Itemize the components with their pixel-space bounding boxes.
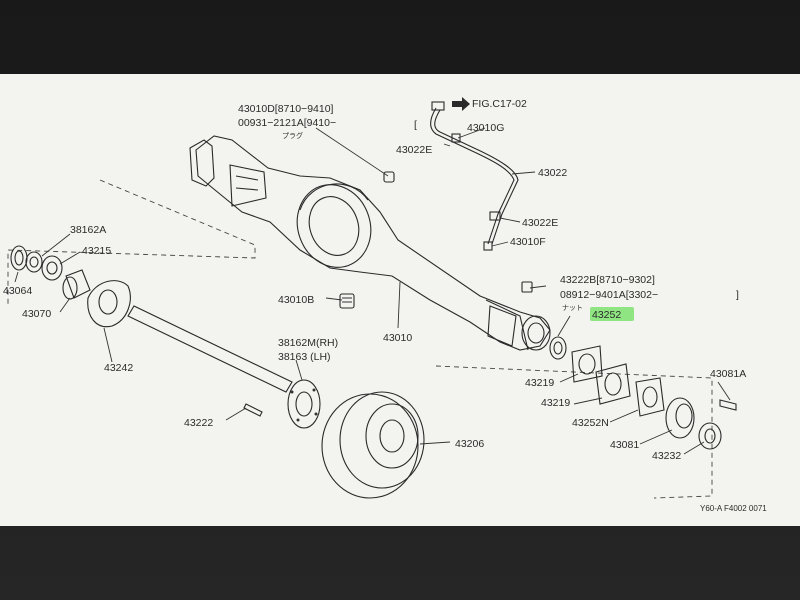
axle-shaft: [127, 305, 321, 429]
label-43010D: 43010D[8710−9410]: [238, 103, 334, 115]
breather-43010B: [339, 293, 355, 309]
brake-drum-43206: [321, 391, 425, 499]
gasket-43219-b: [595, 363, 631, 405]
label-43081: 43081: [610, 439, 639, 451]
label-bracket-open: [: [414, 119, 417, 131]
hub-bolt-43222: [243, 403, 263, 417]
bearing-43215: [41, 255, 63, 281]
dashed-boundary-right: [435, 365, 713, 499]
label-43010: 43010: [383, 332, 412, 344]
label-43215: 43215: [82, 245, 111, 257]
label-43022E-top: 43022E: [396, 144, 432, 156]
label-43070: 43070: [22, 308, 51, 320]
label-43252N: 43252N: [572, 417, 609, 429]
parts-diagram-sheet: [0, 74, 800, 526]
label-43252: 43252: [592, 309, 621, 321]
label-43222: 43222: [184, 417, 213, 429]
gasket-43219-a: [571, 345, 603, 383]
label-38162M: 38162M(RH): [278, 337, 338, 349]
label-43232: 43232: [652, 450, 681, 462]
label-43022E-mid: 43022E: [522, 217, 558, 229]
seal-43252: [549, 336, 567, 360]
label-nut: ナット: [562, 304, 583, 312]
label-43022: 43022: [538, 167, 567, 179]
bolt-43081A: [719, 399, 737, 411]
label-43242: 43242: [104, 362, 133, 374]
gasket-43242: [87, 280, 131, 328]
bearing-38162A: [25, 251, 43, 273]
label-43222B: 43222B[8710−9302]: [560, 274, 655, 286]
bearing-43070: [62, 269, 91, 300]
bearing-43232: [698, 422, 722, 450]
retainer-43252N: [635, 377, 665, 417]
label-plug: プラグ: [282, 131, 303, 140]
axle-housing-43010: [189, 135, 551, 351]
arrow-right-icon: [452, 97, 470, 111]
label-fig-ref: FIG.C17-02: [472, 98, 527, 110]
label-43010G: 43010G: [467, 122, 504, 134]
part-highlight: [590, 307, 634, 321]
label-38162A: 38162A: [70, 224, 106, 236]
dashed-boundary-left: [7, 179, 256, 305]
label-43010B: 43010B: [278, 294, 314, 306]
label-43219-b: 43219: [541, 397, 570, 409]
label-08912: 08912−9401A[3302−: [560, 289, 658, 301]
diagram-reference-code: Y60-A F4002 0071: [700, 504, 767, 513]
label-43081A: 43081A: [710, 368, 746, 380]
seal-43064: [10, 245, 28, 271]
label-43010F: 43010F: [510, 236, 546, 248]
label-43219-a: 43219: [525, 377, 554, 389]
label-43064: 43064: [3, 285, 32, 297]
label-38163: 38163 (LH): [278, 351, 331, 363]
bearing-43081: [665, 397, 695, 439]
label-43206: 43206: [455, 438, 484, 450]
label-00931: 00931−2121A[9410−: [238, 117, 336, 129]
plug-part: [383, 171, 395, 183]
leader-lines: [14, 127, 731, 455]
label-bracket-close: ]: [736, 289, 739, 301]
nut-43222B: [521, 281, 533, 293]
